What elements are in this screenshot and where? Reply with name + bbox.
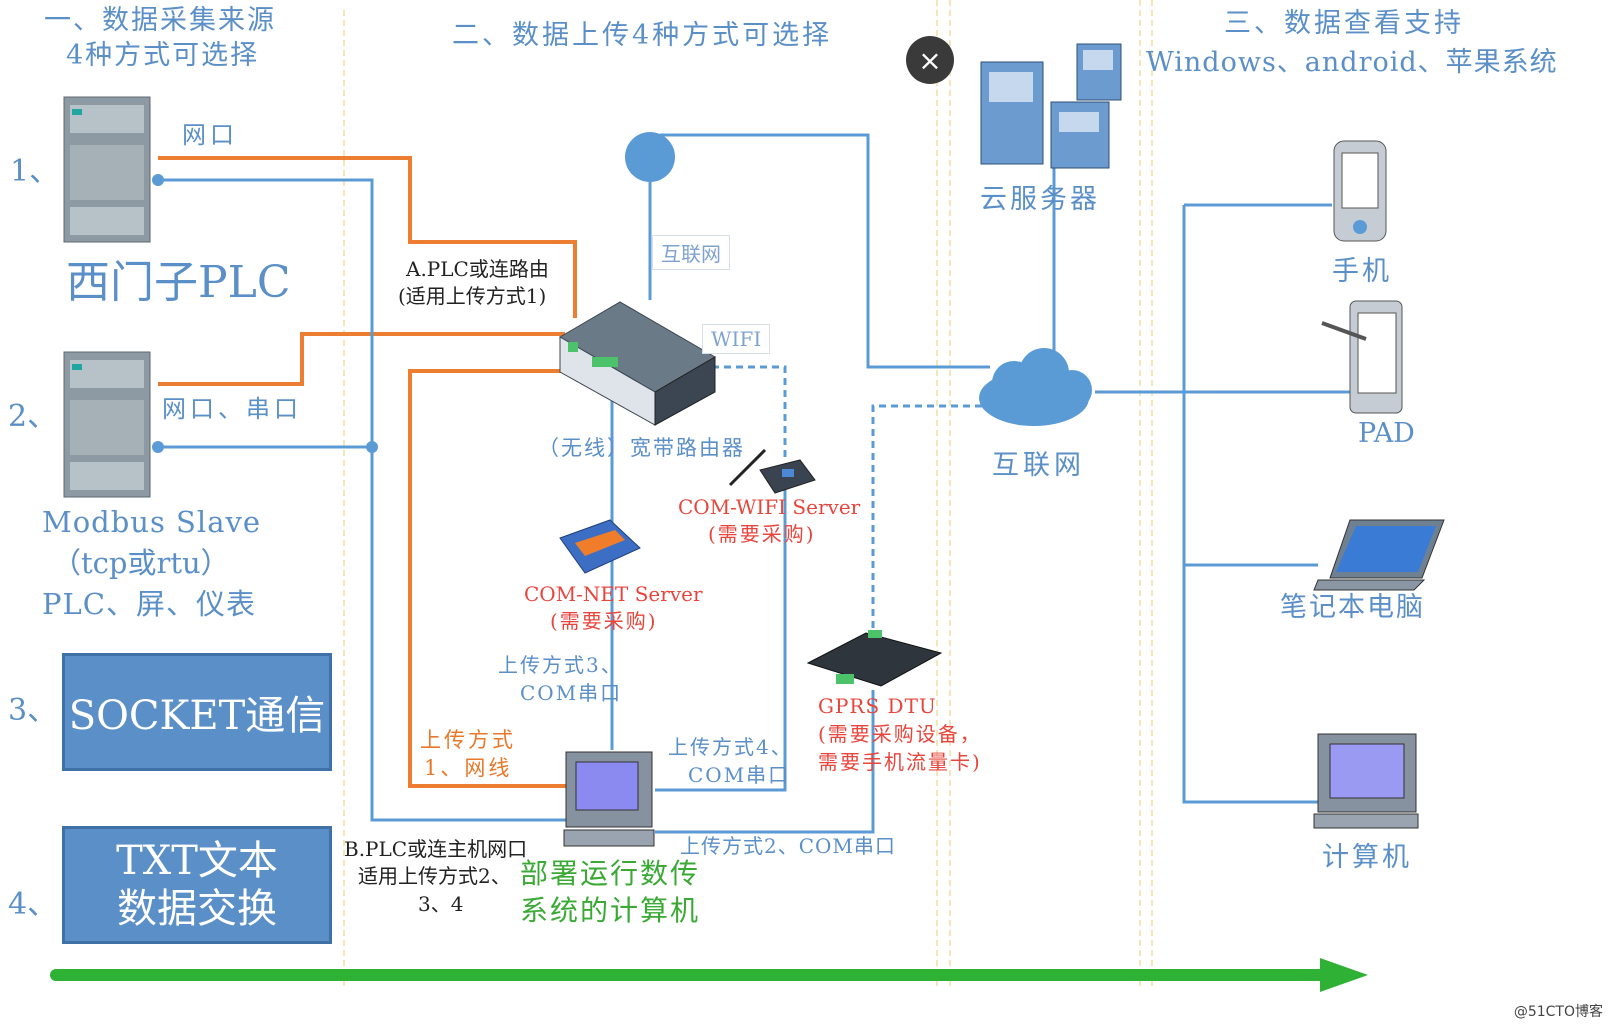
laptop-label: 笔记本电脑 (1280, 592, 1425, 623)
gprs-dtu-device (806, 630, 943, 687)
deploy-label-line2: 系统的计算机 (520, 894, 701, 927)
com-net-label-line2: (需要采购) (550, 609, 658, 633)
plc-label: 西门子PLC (66, 257, 291, 308)
socket-box: SOCKET通信 (62, 653, 332, 771)
txt-box-line1: TXT文本 (116, 838, 278, 884)
pad-icon (1321, 300, 1403, 414)
close-icon: × (918, 43, 942, 77)
com-wifi-label-line1: COM-WIFI Server (678, 495, 861, 519)
source-title-line2: 4种方式可选择 (66, 40, 260, 71)
router-device (559, 301, 716, 426)
phone-label: 手机 (1332, 256, 1392, 287)
modbus-label-line3: PLC、屏、仪表 (42, 587, 256, 621)
view-title-line2: Windows、android、苹果系统 (1146, 47, 1558, 78)
txt-box: TXT文本 数据交换 (62, 826, 332, 944)
modbus-label-line1: Modbus Slave (42, 505, 262, 539)
internet-tag: 互联网 (652, 235, 730, 270)
upload-title: 二、数据上传4种方式可选择 (452, 20, 833, 51)
laptop-icon (1313, 519, 1445, 591)
com-net-device (559, 519, 641, 574)
pc-label: 计算机 (1322, 842, 1412, 873)
com-net-label-line1: COM-NET Server (524, 582, 703, 606)
route-b-line1: B.PLC或连主机网口 (344, 837, 528, 861)
method1-line2: 1、网线 (424, 756, 513, 780)
com-wifi-device (728, 448, 816, 494)
view-title-line1: 三、数据查看支持 (1224, 8, 1464, 39)
phone-icon (1333, 140, 1387, 242)
modbus-label-line2: （tcp或rtu） (52, 546, 230, 580)
gprs-label-line2: (需要采购设备， (818, 722, 982, 746)
source-number-4: 4、 (8, 887, 58, 922)
pc-icon (1313, 733, 1419, 829)
method4-line1: 上传方式4、 (668, 735, 793, 759)
route-a-line2: (适用上传方式1) (398, 284, 547, 308)
plc-device-1 (63, 96, 151, 243)
source-title-line1: 一、数据采集来源 (44, 5, 276, 36)
gprs-label-line1: GPRS DTU (818, 694, 937, 718)
route-b-line3: 3、4 (418, 892, 464, 916)
cloud-server-label: 云服务器 (980, 184, 1100, 215)
method1-line1: 上传方式 (420, 728, 516, 752)
route-b-line2: 适用上传方式2、 (358, 864, 511, 888)
deploy-computer (563, 751, 655, 847)
route-a-line1: A.PLC或连路由 (406, 257, 549, 281)
source-number-3: 3、 (8, 693, 58, 728)
pad-label: PAD (1358, 418, 1415, 449)
wifi-tag: WIFI (702, 324, 771, 354)
socket-box-label: SOCKET通信 (68, 693, 326, 739)
gprs-label-line3: 需要手机流量卡) (818, 750, 982, 774)
port-label-1: 网口 (182, 121, 238, 149)
router-label: （无线）宽带路由器 (538, 436, 745, 460)
txt-box-line2: 数据交换 (117, 886, 277, 932)
close-button[interactable]: × (906, 36, 954, 84)
internet-cloud-icon (979, 348, 1092, 426)
method2-label: 上传方式2、COM串口 (680, 834, 896, 858)
plc-device-2 (63, 351, 151, 498)
source-number-2: 2、 (8, 399, 58, 434)
method3-line1: 上传方式3、 (498, 653, 623, 677)
source-number-1: 1、 (10, 154, 60, 189)
cloud-server-icon (980, 43, 1122, 169)
port-label-2: 网口、串口 (162, 395, 302, 423)
com-wifi-label-line2: (需要采购) (708, 522, 816, 546)
method3-line2: COM串口 (520, 681, 623, 705)
internet-label: 互联网 (992, 450, 1085, 481)
deploy-label-line1: 部署运行数传 (520, 857, 701, 890)
method4-line2: COM串口 (688, 763, 791, 787)
watermark: @51CTO博客 (1513, 1004, 1603, 1020)
